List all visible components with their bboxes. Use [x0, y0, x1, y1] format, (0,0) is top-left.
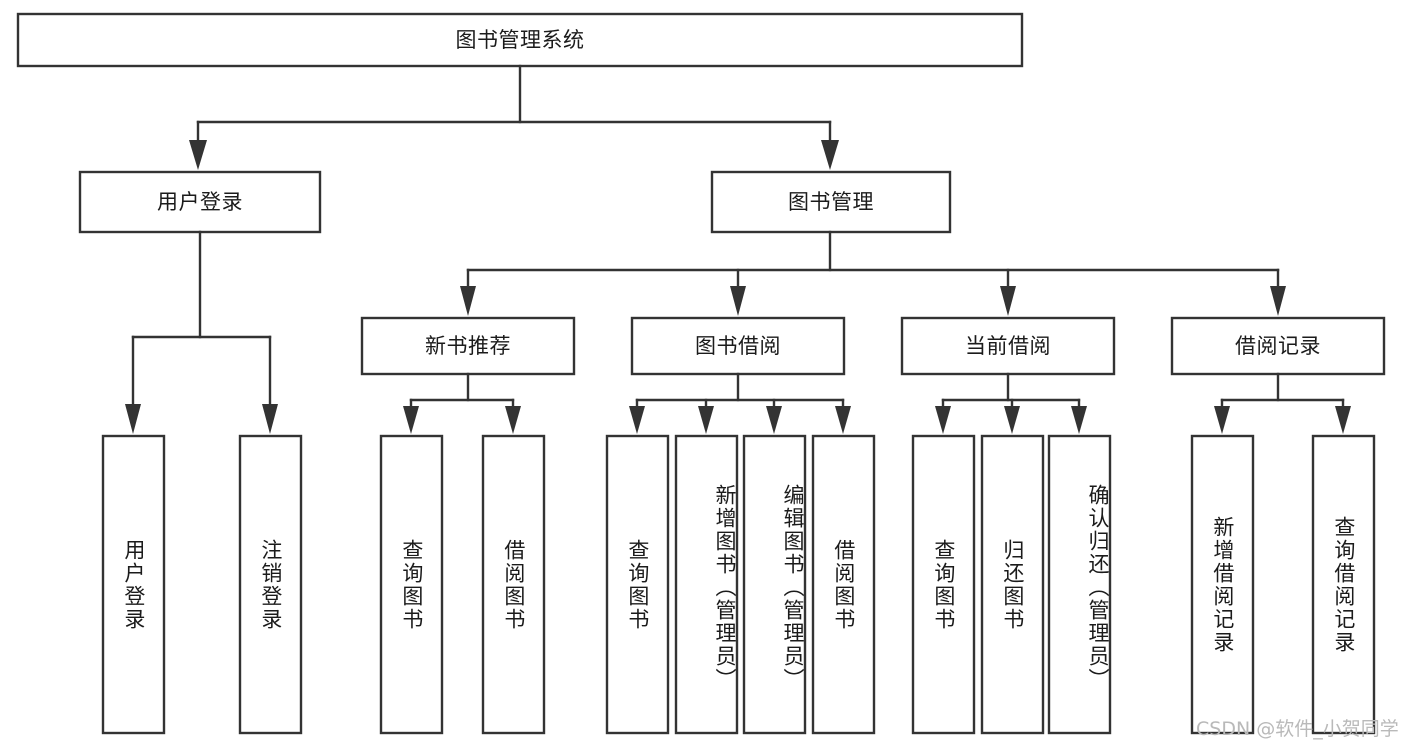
- node-leaf-confirm-return-box[interactable]: [1047, 434, 1112, 735]
- arrowhead-leaf-add-book: [698, 406, 714, 434]
- node-leaf-return-book-box[interactable]: [980, 434, 1045, 735]
- arrowhead-book-manage: [821, 140, 839, 170]
- arrowhead-current-borrow: [1000, 286, 1016, 316]
- arrowhead-leaf-confirm-return: [1071, 406, 1087, 434]
- node-current-borrow-box[interactable]: [900, 316, 1116, 376]
- arrowhead-book-borrow: [730, 286, 746, 316]
- arrowhead-new-book-recommend: [460, 286, 476, 316]
- node-user-login-box[interactable]: [78, 170, 322, 234]
- node-book-borrow-box[interactable]: [630, 316, 846, 376]
- node-leaf-user-login-box[interactable]: [101, 434, 166, 735]
- arrowhead-leaf-query-book-3: [935, 406, 951, 434]
- node-leaf-query-book-1-box[interactable]: [379, 434, 444, 735]
- arrowhead-leaf-user-login: [125, 404, 141, 434]
- node-leaf-query-book-2-box[interactable]: [605, 434, 670, 735]
- arrowhead-leaf-query-record: [1335, 406, 1351, 434]
- node-leaf-borrow-book-2-box[interactable]: [811, 434, 876, 735]
- arrowhead-borrow-record: [1270, 286, 1286, 316]
- node-new-book-recommend-box[interactable]: [360, 316, 576, 376]
- node-leaf-query-record-box[interactable]: [1311, 434, 1376, 735]
- node-leaf-query-book-3-box[interactable]: [911, 434, 976, 735]
- arrowhead-leaf-logout: [262, 404, 278, 434]
- node-leaf-borrow-book-1-box[interactable]: [481, 434, 546, 735]
- node-leaf-logout-box[interactable]: [238, 434, 303, 735]
- node-root-box[interactable]: [16, 12, 1024, 68]
- arrowhead-leaf-query-book-2: [629, 406, 645, 434]
- node-leaf-edit-book-box[interactable]: [742, 434, 807, 735]
- arrowhead-leaf-edit-book: [766, 406, 782, 434]
- arrowhead-leaf-borrow-book-2: [835, 406, 851, 434]
- node-book-manage-box[interactable]: [710, 170, 952, 234]
- arrowhead-leaf-query-book-1: [403, 406, 419, 434]
- arrowhead-user-login: [189, 140, 207, 170]
- node-leaf-add-book-box[interactable]: [674, 434, 739, 735]
- arrowhead-leaf-return-book: [1004, 406, 1020, 434]
- arrowhead-leaf-add-record: [1214, 406, 1230, 434]
- node-borrow-record-box[interactable]: [1170, 316, 1386, 376]
- node-leaf-add-record-box[interactable]: [1190, 434, 1255, 735]
- arrowhead-leaf-borrow-book-1: [505, 406, 521, 434]
